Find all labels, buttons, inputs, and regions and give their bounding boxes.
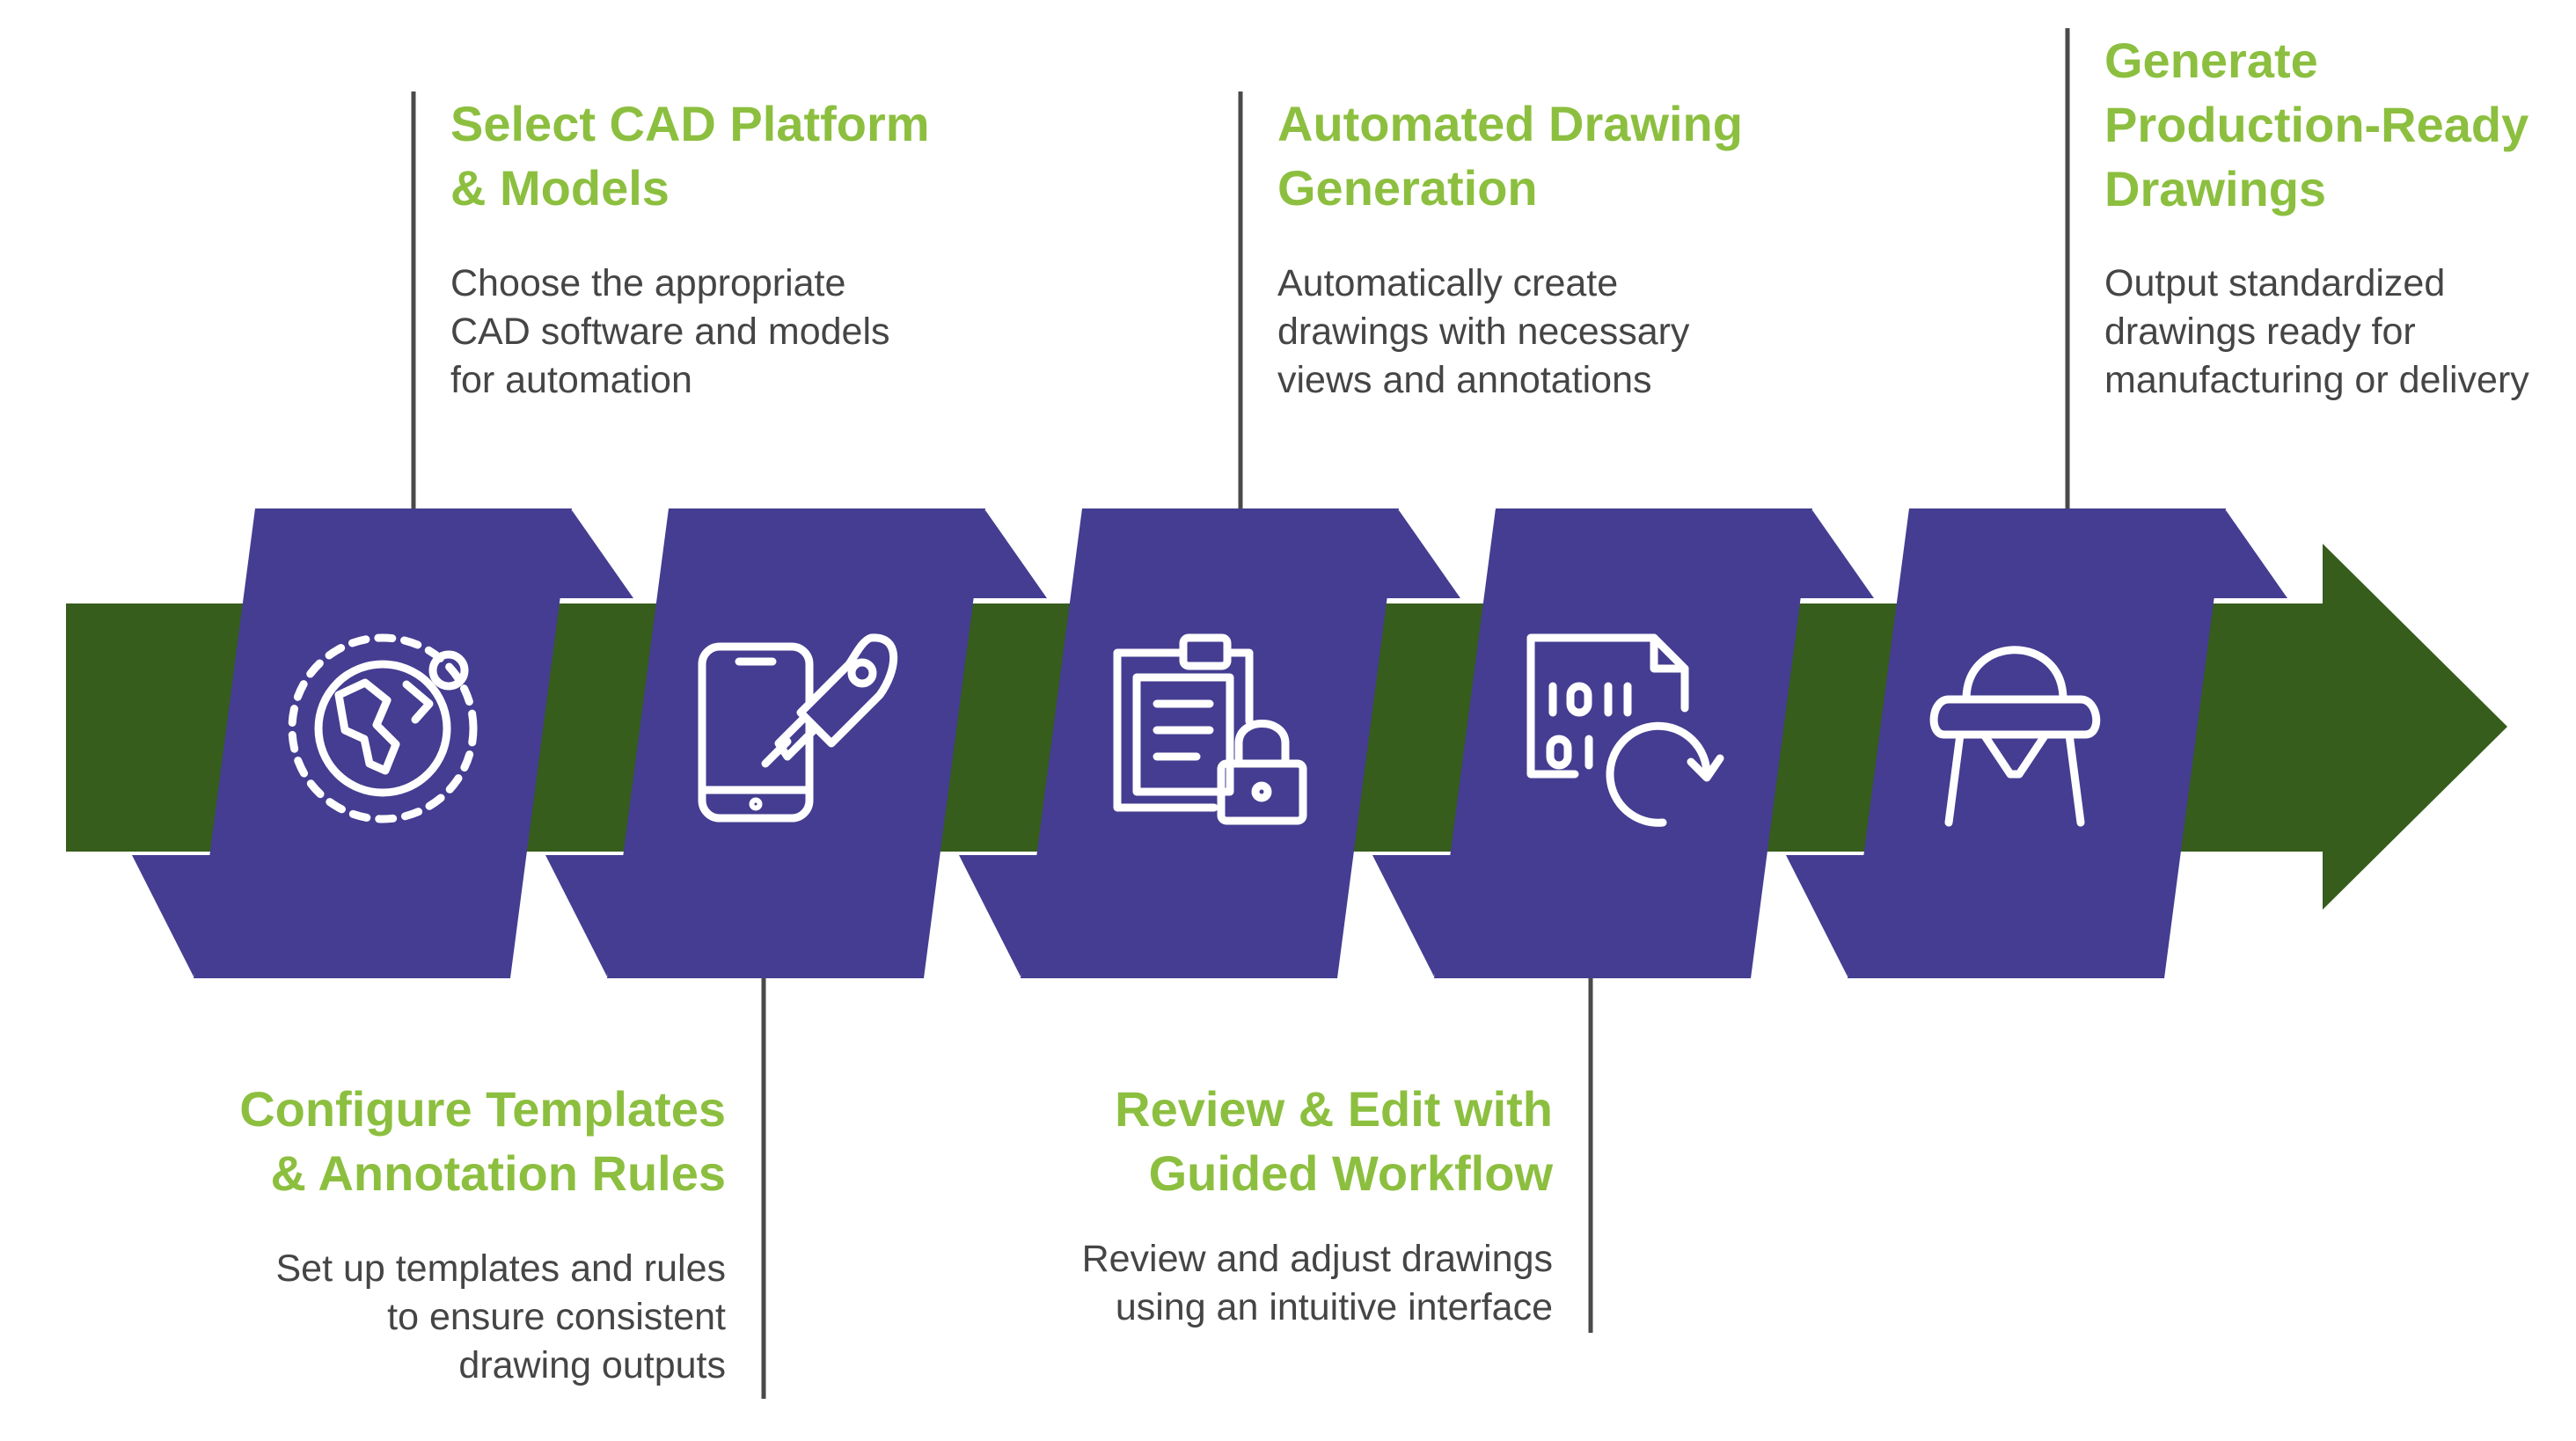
step-5-desc-line: manufacturing or delivery: [2104, 359, 2529, 401]
high-chair-icon: [1929, 646, 2101, 827]
step-2-title-line: & Annotation Rules: [270, 1145, 726, 1201]
step-2-title: Configure Templates & Annotation Rules: [110, 1077, 726, 1205]
step-2-desc-line: to ensure consistent: [387, 1296, 726, 1338]
clipboard-lock-icon: [1113, 633, 1307, 825]
step-1-block: [132, 508, 633, 978]
globe-icon: [288, 633, 478, 823]
arrow-head: [2323, 544, 2507, 910]
step-2-description: Set up templates and rules to ensure con…: [110, 1245, 726, 1390]
step-3-description: Automatically create drawings with neces…: [1277, 260, 1689, 405]
mobile-rocket-icon: [698, 633, 898, 823]
step-5-title-line: Drawings: [2104, 161, 2327, 216]
step-2-title-line: Configure Templates: [239, 1081, 726, 1137]
step-4-title-line: Guided Workflow: [1148, 1145, 1553, 1201]
step-1-title: Select CAD Platform & Models: [450, 91, 930, 220]
step-2-desc-line: drawing outputs: [458, 1344, 726, 1386]
step-1-desc-line: CAD software and models: [450, 311, 890, 353]
step-4-title-line: Review & Edit with: [1115, 1081, 1553, 1137]
step-3-title-line: Generation: [1277, 160, 1538, 216]
step-3-desc-line: drawings with necessary: [1277, 311, 1690, 353]
step-5-title-line: Generate: [2104, 33, 2318, 88]
step-5-title: Generate Production-Ready Drawings: [2104, 28, 2528, 221]
step-5-desc-line: drawings ready for: [2104, 311, 2416, 353]
step-3-desc-line: Automatically create: [1277, 262, 1619, 304]
step-5-desc-line: Output standardized: [2104, 262, 2446, 304]
step-1-desc-line: for automation: [450, 359, 692, 401]
step-4-desc-line: Review and adjust drawings: [1081, 1238, 1553, 1280]
step-1-description: Choose the appropriate CAD software and …: [450, 260, 890, 405]
step-5-description: Output standardized drawings ready for m…: [2104, 260, 2529, 405]
step-4-description: Review and adjust drawings using an intu…: [937, 1235, 1553, 1332]
binary-file-refresh-icon: [1526, 633, 1724, 827]
connectors: [411, 28, 2070, 1399]
step-1-title-line: & Models: [450, 160, 670, 216]
step-3-desc-line: views and annotations: [1277, 359, 1652, 401]
step-1-title-line: Select CAD Platform: [450, 96, 930, 151]
step-3-title-line: Automated Drawing: [1277, 96, 1743, 151]
step-2-desc-line: Set up templates and rules: [275, 1247, 726, 1290]
step-3-block: [959, 508, 1460, 978]
step-3-title: Automated Drawing Generation: [1277, 91, 1743, 220]
step-1-desc-line: Choose the appropriate: [450, 262, 846, 304]
step-5-title-line: Production-Ready: [2104, 97, 2529, 152]
step-4-desc-line: using an intuitive interface: [1115, 1286, 1553, 1328]
step-4-title: Review & Edit with Guided Workflow: [937, 1077, 1553, 1205]
